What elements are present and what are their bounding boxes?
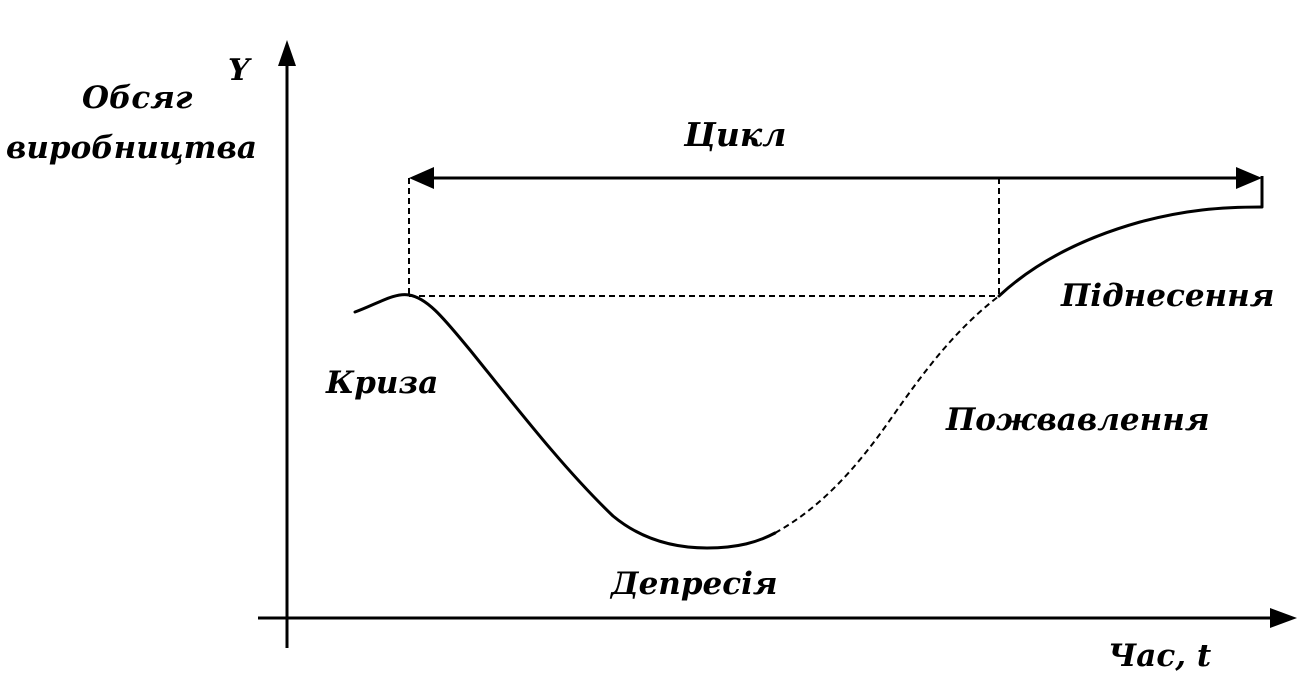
y-axis-label-line2: виробництва (6, 130, 257, 166)
y-axis-arrowhead (278, 40, 296, 66)
cycle-arrow-left-head (409, 167, 434, 189)
cycle-label: Цикл (683, 115, 786, 154)
cycle-arrow-right-head (1236, 167, 1262, 189)
y-axis-label-line1: Обсяг (82, 80, 193, 116)
phase-revival-label: Пожвавлення (945, 402, 1210, 438)
phase-depression-label: Депресія (609, 566, 778, 602)
curve-boom-solid (997, 205, 1264, 298)
x-axis-label: Час, t (1108, 638, 1212, 674)
phase-crisis-label: Криза (325, 365, 438, 401)
phase-boom-label: Піднесення (1060, 278, 1274, 314)
curve-revival-dashed (774, 295, 1000, 534)
x-axis-arrowhead (1270, 608, 1297, 628)
y-axis-symbol: Y (228, 53, 252, 88)
curve-decline-solid (353, 293, 777, 550)
